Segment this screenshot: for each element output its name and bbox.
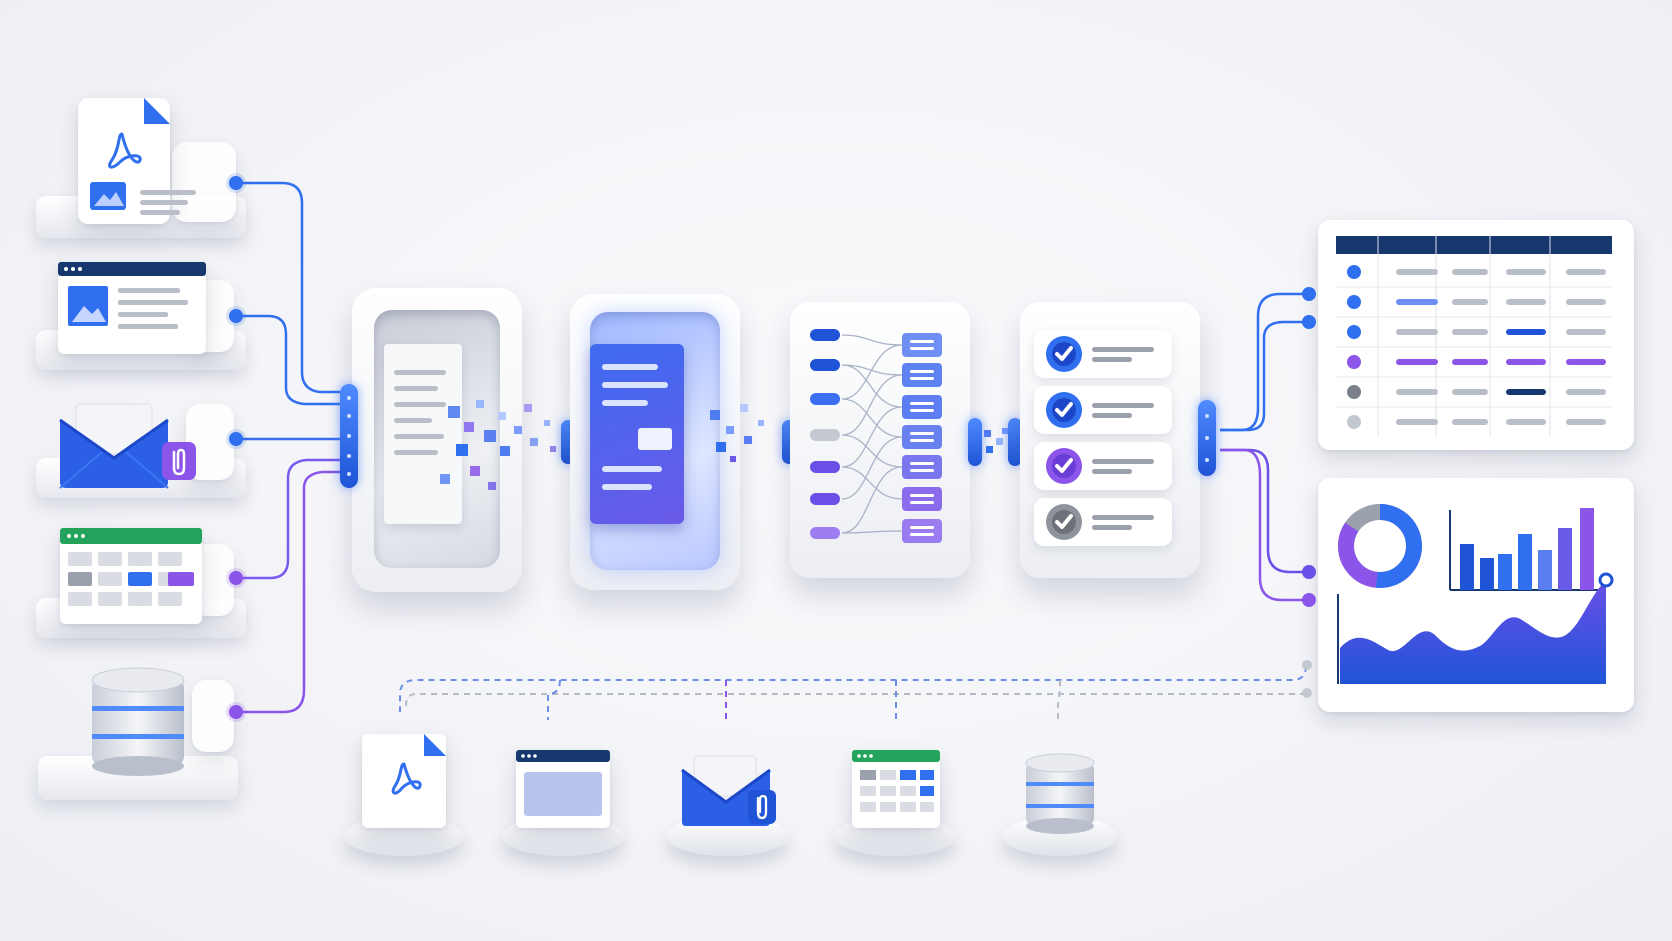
output-dashboard-port-1[interactable] — [1302, 565, 1316, 579]
output-dashboard-port-2[interactable] — [1302, 593, 1316, 607]
paperclip-icon — [162, 442, 196, 480]
spreadsheet-icon — [60, 528, 202, 606]
area-chart-endpoint — [1598, 572, 1614, 588]
checkmark-icon — [1046, 392, 1082, 428]
data-particles-2 — [710, 404, 764, 462]
table-row-marker — [1347, 355, 1361, 369]
table-cell — [1566, 269, 1606, 275]
checkmark-icon — [1046, 448, 1082, 484]
email-icon — [59, 403, 169, 489]
table-cell — [1452, 419, 1488, 425]
data-particles-1 — [440, 400, 556, 490]
data-particles-3 — [984, 428, 1008, 453]
spreadsheet-window-card — [60, 528, 202, 624]
donut-chart — [1338, 504, 1422, 588]
feedback-origin-dot — [1302, 688, 1312, 698]
table-row-marker — [1347, 385, 1361, 399]
table-row-marker — [1347, 265, 1361, 279]
webpage-window-card — [58, 262, 206, 354]
source-pdf-port[interactable] — [229, 176, 243, 190]
feedback-pdf-card — [362, 734, 446, 828]
table-cell — [1566, 419, 1606, 425]
validation-checklist — [1046, 336, 1154, 540]
stage-validate-input-port[interactable] — [1008, 418, 1022, 466]
dashboard-charts — [1337, 504, 1614, 684]
pdf-icon — [90, 98, 170, 210]
bar-chart — [1449, 508, 1604, 591]
table-cell — [1566, 299, 1606, 305]
table-cell — [1452, 329, 1488, 335]
feedback-webpage-card — [516, 750, 610, 828]
table-cell — [1452, 269, 1488, 275]
area-chart — [1337, 572, 1614, 684]
pdf-icon — [391, 734, 446, 795]
table-cell — [1506, 299, 1546, 305]
table-cell — [1506, 419, 1546, 425]
field-mapping-graph — [810, 329, 942, 543]
table-cell — [1566, 329, 1606, 335]
checkmark-icon — [1046, 336, 1082, 372]
source-pdf-back-card — [172, 142, 236, 222]
source-database-back-card — [192, 680, 234, 752]
ingest-document — [384, 344, 462, 524]
table-cell — [1506, 269, 1546, 275]
database-icon — [1025, 753, 1095, 834]
table-cell — [1506, 389, 1546, 395]
table-cell — [1396, 419, 1438, 425]
table-cell — [1396, 299, 1438, 305]
table-row-marker — [1347, 415, 1361, 429]
webpage-icon — [58, 262, 206, 329]
pdf-document-card — [78, 98, 170, 224]
spreadsheet-icon — [852, 750, 940, 812]
table-cell — [1506, 359, 1546, 365]
table-cell — [1566, 359, 1606, 365]
image-block-icon — [638, 428, 672, 450]
source-database-port[interactable] — [229, 705, 243, 719]
table-cell — [1506, 329, 1546, 335]
webpage-icon — [516, 750, 610, 816]
output-table-grid — [1336, 236, 1612, 436]
parsed-document — [590, 344, 684, 524]
stage-map-output-port[interactable] — [968, 418, 982, 466]
table-row-marker — [1347, 325, 1361, 339]
table-row-marker — [1347, 295, 1361, 309]
stage-ingest-input-port[interactable] — [340, 384, 358, 488]
output-table-port-1[interactable] — [1302, 287, 1316, 301]
table-cell — [1566, 389, 1606, 395]
source-webpage-port[interactable] — [229, 309, 243, 323]
checkmark-icon — [1046, 504, 1082, 540]
table-cell — [1452, 389, 1488, 395]
stage-validate-output-port[interactable] — [1198, 400, 1216, 476]
source-email-port[interactable] — [229, 432, 243, 446]
source-spreadsheet-port[interactable] — [229, 571, 243, 585]
table-cell — [1396, 359, 1438, 365]
output-table-port-2[interactable] — [1302, 315, 1316, 329]
database-icon — [91, 667, 185, 776]
table-cell — [1452, 359, 1488, 365]
feedback-spreadsheet-card — [852, 750, 940, 828]
paperclip-icon — [748, 790, 776, 824]
feedback-origin-dot — [1302, 660, 1312, 670]
table-cell — [1452, 299, 1488, 305]
table-cell — [1396, 269, 1438, 275]
table-cell — [1396, 389, 1438, 395]
table-cell — [1396, 329, 1438, 335]
